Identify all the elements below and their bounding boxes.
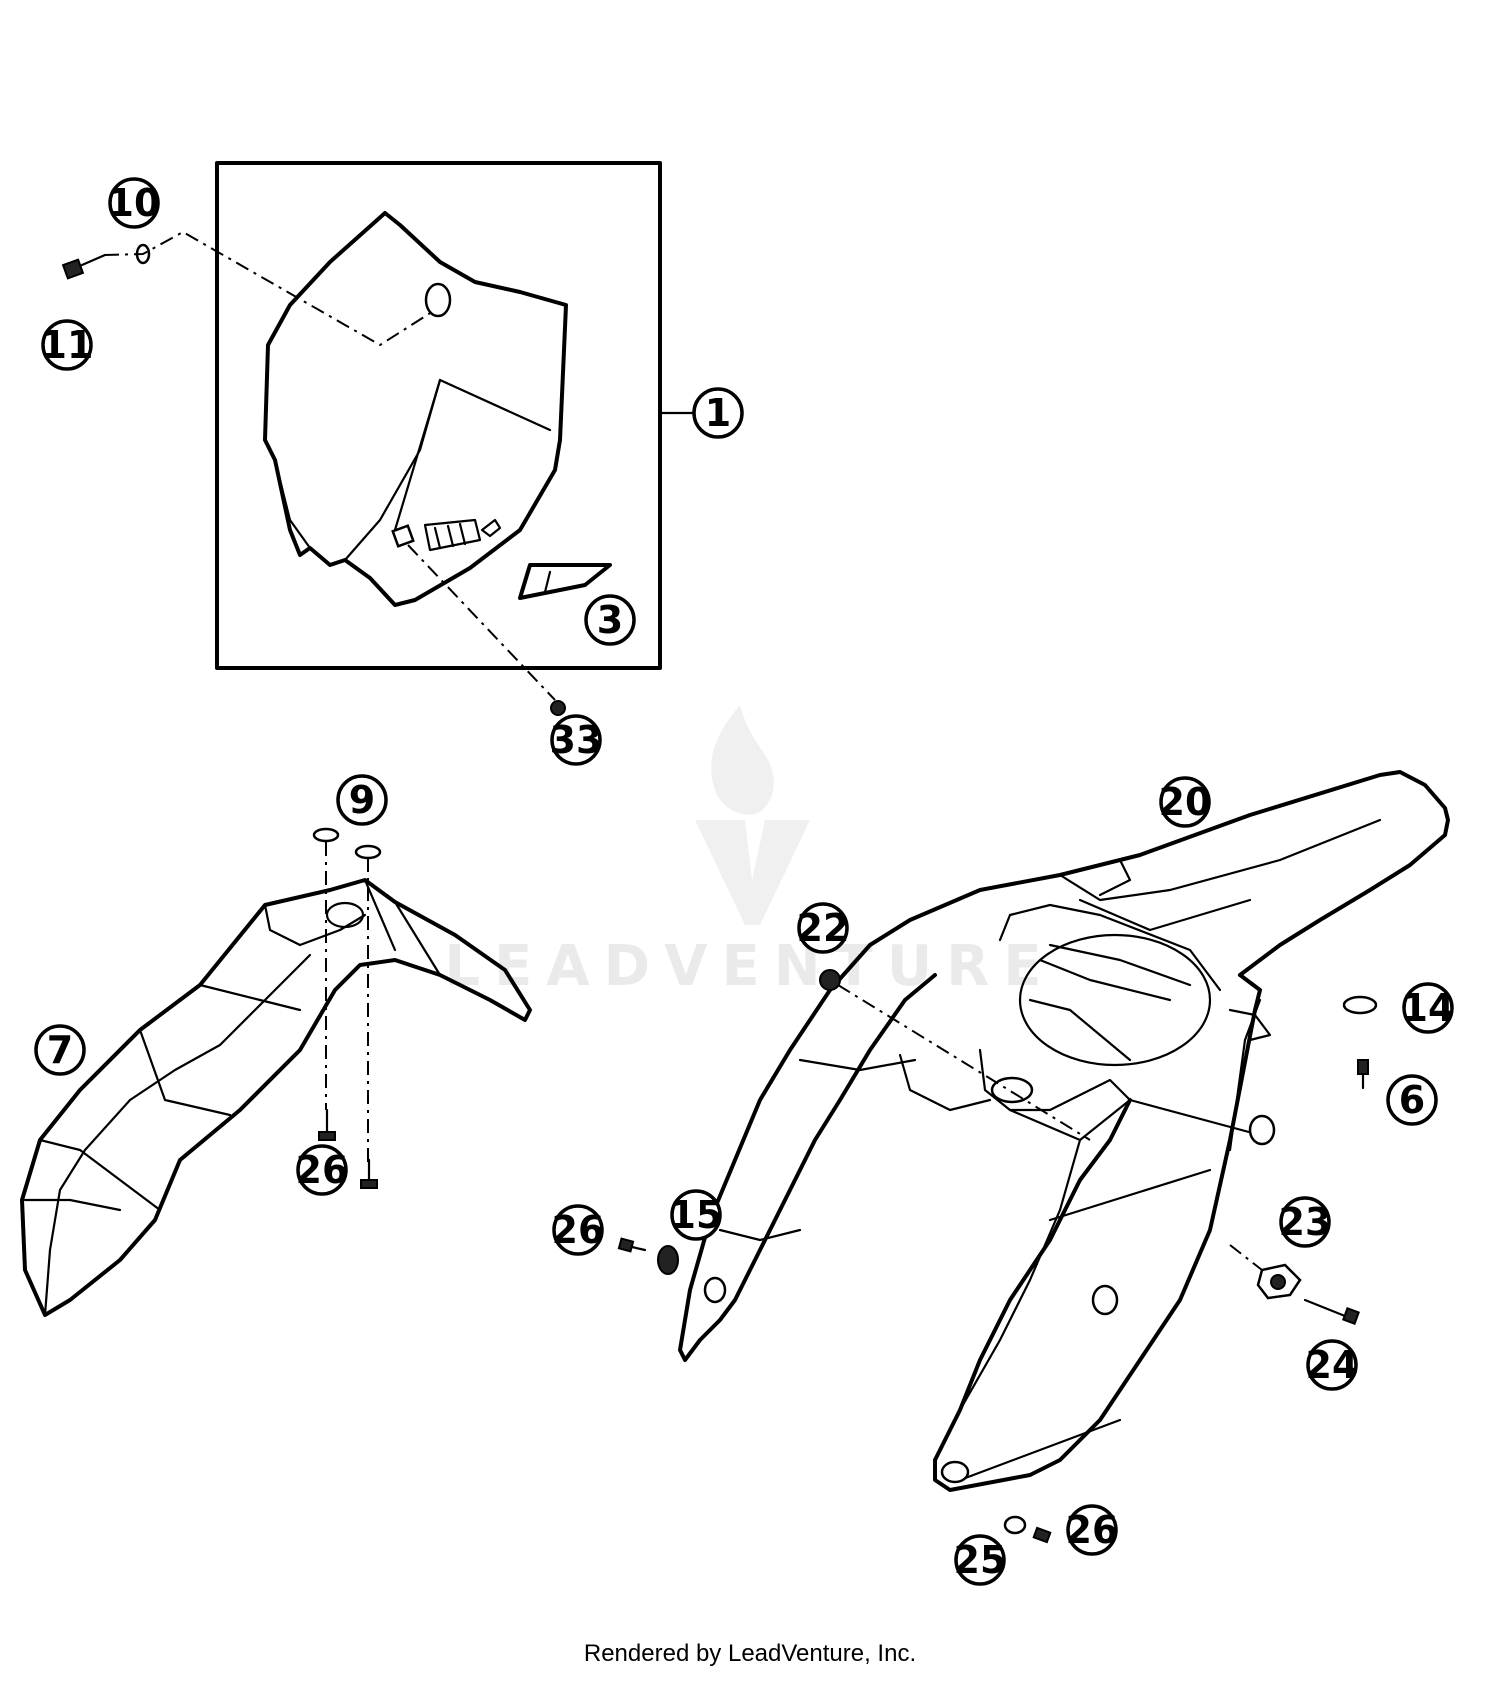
decal (518, 563, 612, 600)
callout-23: 23 (1279, 1196, 1332, 1248)
svg-text:24: 24 (1306, 1343, 1359, 1387)
callout-25: 25 (954, 1534, 1007, 1586)
cap-14 (1342, 995, 1378, 1015)
washer-25 (1003, 1515, 1027, 1535)
number-plate (263, 211, 568, 607)
callout-15: 15 (670, 1189, 723, 1241)
callout-22: 22 (797, 902, 850, 954)
watermark: LEADVENTURE (444, 705, 1055, 999)
callout-14: 14 (1402, 982, 1455, 1034)
svg-text:11: 11 (41, 323, 94, 367)
assembly-box-1 (215, 161, 662, 670)
screw-26a (318, 1108, 336, 1141)
svg-text:26: 26 (296, 1148, 349, 1192)
svg-text:33: 33 (550, 718, 603, 762)
screw-26d (1032, 1526, 1052, 1544)
screw-26c (617, 1237, 647, 1253)
svg-text:23: 23 (1279, 1200, 1332, 1244)
callout-10: 10 (108, 177, 161, 229)
washer-9a (312, 827, 340, 843)
front-fender (20, 878, 532, 1317)
callout-11: 11 (41, 319, 94, 371)
svg-text:26: 26 (552, 1208, 605, 1252)
svg-text:20: 20 (1159, 780, 1212, 824)
screw-24 (1303, 1298, 1360, 1325)
grommet-23 (1256, 1263, 1302, 1300)
watermark-text: LEADVENTURE (444, 934, 1055, 999)
screw-6 (1357, 1059, 1369, 1090)
rear-fender (678, 770, 1450, 1492)
svg-text:15: 15 (670, 1193, 723, 1237)
svg-text:3: 3 (597, 598, 623, 642)
callout-1: 1 (692, 387, 744, 439)
callout-7: 7 (34, 1024, 86, 1076)
bushing-15 (657, 1245, 679, 1275)
callout-33: 33 (550, 714, 603, 766)
svg-text:10: 10 (108, 181, 161, 225)
nut-22 (819, 969, 841, 991)
screw (61, 253, 107, 280)
callout-6: 6 (1386, 1074, 1438, 1126)
screw-33 (550, 700, 566, 716)
svg-text:25: 25 (954, 1538, 1007, 1582)
svg-text:7: 7 (47, 1028, 73, 1072)
callout-24: 24 (1306, 1339, 1359, 1391)
callout-26c: 26 (1066, 1504, 1119, 1556)
watermark-flame-icon (711, 705, 774, 815)
callouts: 1 3 6 7 9 10 11 14 15 20 22 23 24 25 26 … (34, 177, 1455, 1586)
footer-credit: Rendered by LeadVenture, Inc. (583, 1640, 917, 1667)
svg-text:1: 1 (705, 391, 731, 435)
watermark-v-icon (695, 820, 810, 925)
washer-9b (354, 844, 382, 860)
callout-26b: 26 (552, 1204, 605, 1256)
airbox-opening (1018, 933, 1212, 1067)
callout-3: 3 (584, 594, 636, 646)
svg-text:26: 26 (1066, 1508, 1119, 1552)
callout-26a: 26 (296, 1144, 349, 1196)
screw-26b (360, 1158, 378, 1189)
callout-20: 20 (1159, 776, 1212, 828)
svg-text:9: 9 (349, 778, 375, 822)
svg-text:14: 14 (1402, 986, 1455, 1030)
svg-text:22: 22 (797, 906, 850, 950)
svg-text:6: 6 (1399, 1078, 1425, 1122)
callout-9: 9 (336, 774, 388, 826)
